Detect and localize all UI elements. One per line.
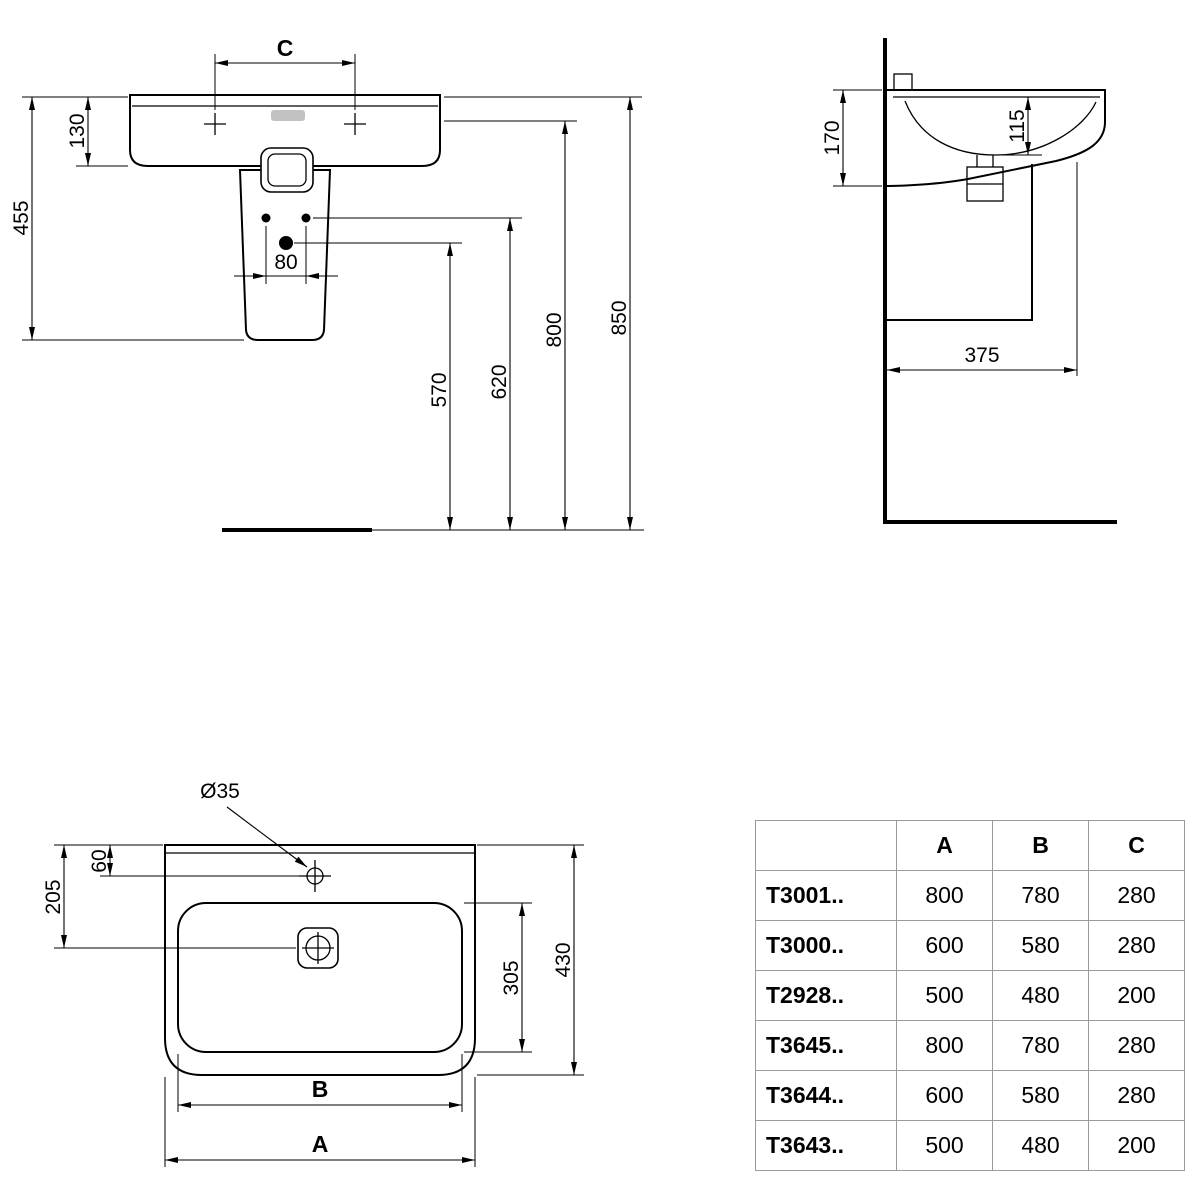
- dim-205: 205: [42, 845, 296, 949]
- fixing-hole-right: [301, 213, 311, 223]
- dim-label-170: 170: [821, 120, 844, 155]
- value-a: 800: [897, 1021, 993, 1071]
- value-b: 480: [993, 971, 1089, 1021]
- dim-label-80: 80: [274, 251, 297, 274]
- dim-label-205: 205: [42, 879, 65, 914]
- dim-305: 305: [464, 902, 532, 1053]
- dim-a: A: [164, 1077, 476, 1167]
- dim-label-a: A: [312, 1131, 329, 1157]
- dim-850: 850: [444, 96, 642, 530]
- waste-trap-front: [260, 147, 314, 193]
- value-b: 580: [993, 921, 1089, 971]
- value-c: 200: [1089, 971, 1185, 1021]
- dim-label-130: 130: [66, 113, 89, 148]
- dim-430: 430: [477, 844, 584, 1076]
- waste-outlet-plan-icon: [297, 927, 339, 969]
- model-cell: T3001..: [756, 871, 897, 921]
- plan-view-drawing: Ø35 60 205 305 430: [42, 780, 584, 1167]
- dim-label-570: 570: [428, 372, 451, 407]
- dim-label-620: 620: [488, 364, 511, 399]
- dim-375: 375: [887, 162, 1078, 376]
- value-b: 480: [993, 1121, 1089, 1171]
- dim-b: B: [177, 1054, 463, 1112]
- basin-front: [129, 94, 441, 167]
- dim-label-800: 800: [543, 312, 566, 347]
- value-a: 800: [897, 871, 993, 921]
- dim-label-850: 850: [608, 300, 631, 335]
- value-c: 280: [1089, 921, 1185, 971]
- dim-label-60: 60: [88, 849, 111, 872]
- value-c: 280: [1089, 871, 1185, 921]
- tap-deck-cutout: [893, 73, 913, 91]
- table-header-c: C: [1089, 821, 1185, 871]
- waste-trap-side: [966, 155, 1004, 202]
- value-a: 500: [897, 971, 993, 1021]
- dim-60: 60: [54, 844, 305, 877]
- table-header-b: B: [993, 821, 1089, 871]
- side-view-drawing: 170 115 375: [821, 38, 1117, 524]
- table-row: T3001.. 800 780 280: [756, 871, 1185, 921]
- table-row: T3643.. 500 480 200: [756, 1121, 1185, 1171]
- tap-hole-right-icon: [344, 113, 366, 135]
- pedestal-front-outline: [238, 169, 332, 341]
- value-a: 600: [897, 921, 993, 971]
- table-corner-cell: [756, 821, 897, 871]
- value-a: 500: [897, 1121, 993, 1171]
- waste-outlet-dot: [279, 236, 293, 250]
- value-b: 780: [993, 871, 1089, 921]
- model-cell: T2928..: [756, 971, 897, 1021]
- table-row: T2928.. 500 480 200: [756, 971, 1185, 1021]
- basin-front-outline: [129, 94, 441, 167]
- dim-130: 130: [22, 96, 128, 167]
- spec-table: A B C T3001.. 800 780 280 T3000.. 600 58…: [755, 820, 1185, 1171]
- table-row: T3644.. 600 580 280: [756, 1071, 1185, 1121]
- dim-label-c: C: [277, 35, 294, 61]
- value-c: 200: [1089, 1121, 1185, 1171]
- basin-side-profile: [884, 89, 1106, 188]
- dim-80: 80: [234, 226, 338, 284]
- brand-logo-mark: [271, 110, 305, 121]
- dim-label-375: 375: [964, 344, 999, 367]
- dim-620: 620: [313, 217, 522, 530]
- value-c: 280: [1089, 1021, 1185, 1071]
- value-b: 780: [993, 1021, 1089, 1071]
- dim-170: 170: [821, 89, 882, 187]
- dim-label-455: 455: [10, 200, 33, 235]
- dim-455: 455: [10, 97, 244, 341]
- table-row: T3645.. 800 780 280: [756, 1021, 1185, 1071]
- value-b: 580: [993, 1071, 1089, 1121]
- dim-label-115: 115: [1006, 109, 1029, 142]
- dim-label-430: 430: [552, 942, 575, 977]
- pedestal-side-profile: [885, 164, 1033, 321]
- dim-115: 115: [1002, 96, 1042, 156]
- bowl-section-curve: [904, 100, 1097, 156]
- dim-800: 800: [444, 120, 577, 530]
- value-c: 280: [1089, 1071, 1185, 1121]
- model-cell: T3644..: [756, 1071, 897, 1121]
- table-header-a: A: [897, 821, 993, 871]
- table-row: T3000.. 600 580 280: [756, 921, 1185, 971]
- dim-label-diameter: Ø35: [200, 780, 240, 803]
- tap-hole-left-icon: [204, 113, 226, 135]
- fixing-hole-left: [261, 213, 271, 223]
- dim-diameter-35: Ø35: [200, 780, 308, 868]
- table-header-row: A B C: [756, 821, 1185, 871]
- front-view-drawing: C 130 455 80 570: [10, 35, 644, 532]
- value-a: 600: [897, 1071, 993, 1121]
- model-cell: T3643..: [756, 1121, 897, 1171]
- dim-label-b: B: [312, 1076, 329, 1102]
- model-cell: T3645..: [756, 1021, 897, 1071]
- dim-label-305: 305: [500, 960, 523, 995]
- dim-c: C: [214, 35, 356, 110]
- bowl-plan-outline: [177, 902, 463, 1053]
- model-cell: T3000..: [756, 921, 897, 971]
- dim-570: 570: [294, 242, 462, 530]
